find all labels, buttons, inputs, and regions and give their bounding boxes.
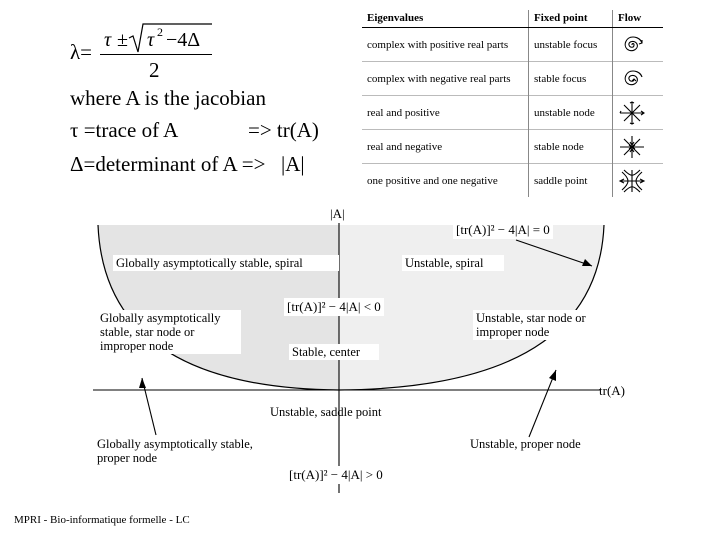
eigen-cell: real and negative	[362, 129, 529, 164]
svg-text:−4Δ: −4Δ	[166, 29, 200, 51]
label-stable-proper: Globally asymptotically stable, proper n…	[97, 437, 253, 465]
label-unstable-proper: Unstable, proper node	[470, 437, 581, 451]
eigen-cell: complex with negative real parts	[362, 61, 529, 96]
label-unstable-star: Unstable, star node or improper node	[473, 310, 611, 340]
eigen-cell: real and positive	[362, 95, 529, 130]
outward-spiral-icon	[612, 27, 663, 62]
inside-equation: [tr(A)]² − 4|A| < 0	[284, 298, 384, 316]
label-center: Stable, center	[289, 344, 379, 360]
svg-text:±: ±	[117, 29, 128, 51]
header-fixed-point: Fixed point	[528, 10, 613, 28]
eigenvalue-table: Eigenvalues Fixed point Flow complex wit…	[362, 10, 663, 197]
eigen-cell: one positive and one negative	[362, 163, 529, 197]
table-row: real and positive unstable node	[362, 95, 663, 130]
determinant-text: Δ=determinant of A =>	[70, 152, 266, 176]
table-row: one positive and one negative saddle poi…	[362, 163, 663, 197]
formula-denominator: 2	[149, 58, 160, 82]
label-saddle: Unstable, saddle point	[270, 405, 382, 419]
fixed-cell: unstable node	[528, 95, 613, 130]
fixed-cell: saddle point	[528, 163, 613, 197]
determinant-symbol: |A|	[281, 152, 305, 176]
inward-spiral-icon	[612, 61, 663, 96]
arrow-parabola	[515, 239, 593, 267]
label-stable-star: Globally asymptotically stable, star nod…	[97, 310, 241, 354]
x-axis-label: tr(A)	[599, 383, 625, 398]
table-row: complex with positive real parts unstabl…	[362, 27, 663, 62]
trace-text: τ =trace of A	[70, 118, 179, 142]
header-flow: Flow	[612, 10, 663, 28]
footer-text: MPRI - Bio-informatique formelle - LC	[14, 514, 190, 526]
fixed-cell: unstable focus	[528, 27, 613, 62]
y-axis-label: |A|	[330, 206, 345, 221]
fixed-cell: stable focus	[528, 61, 613, 96]
fixed-cell: stable node	[528, 129, 613, 164]
below-equation: [tr(A)]² − 4|A| > 0	[286, 466, 386, 484]
lambda-lhs: λ=	[70, 40, 93, 64]
saddle-icon	[612, 163, 663, 197]
label-unstable-spiral: Unstable, spiral	[402, 255, 504, 271]
formula-numerator: τ ± τ 2 −4Δ	[104, 23, 212, 53]
label-stable-spiral: Globally asymptotically stable, spiral	[113, 255, 339, 271]
table-header-row: Eigenvalues Fixed point Flow	[362, 10, 663, 28]
arrow-unstable-proper	[528, 369, 557, 438]
parabola-equation: [tr(A)]² − 4|A| = 0	[453, 221, 553, 239]
stable-node-icon	[612, 129, 663, 164]
svg-text:τ: τ	[147, 29, 155, 51]
svg-text:2: 2	[157, 25, 163, 39]
fraction-bar	[100, 54, 212, 56]
trace-arrow-text: => tr(A)	[248, 118, 319, 142]
jacobian-text: where A is the jacobian	[70, 86, 266, 110]
svg-text:τ: τ	[104, 29, 112, 51]
table-row: complex with negative real parts stable …	[362, 61, 663, 96]
table-row: real and negative stable node	[362, 129, 663, 164]
unstable-node-icon	[612, 95, 663, 130]
eigen-cell: complex with positive real parts	[362, 27, 529, 62]
